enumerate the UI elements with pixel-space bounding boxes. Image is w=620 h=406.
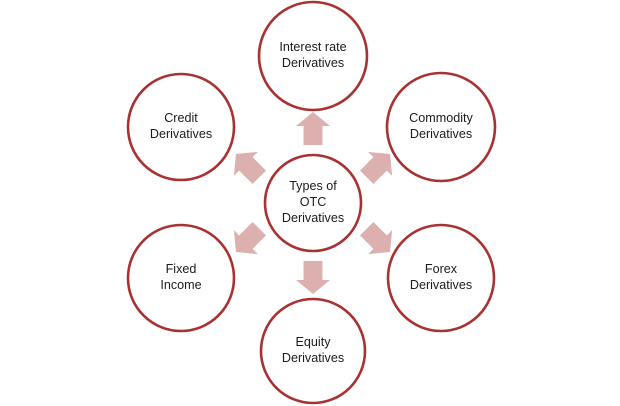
- circle-types-of-otc-derivatives[interactable]: [263, 153, 363, 253]
- arrow-to-equity: [296, 261, 330, 294]
- arrow-to-commodity: [359, 151, 393, 185]
- circle-equity-derivatives[interactable]: [259, 297, 367, 405]
- circle-interest-rate-derivatives[interactable]: [257, 0, 369, 112]
- arrow-to-equity-shape: [296, 261, 330, 294]
- arrow-to-interest-rate-shape: [296, 112, 330, 145]
- arrow-to-commodity-shape: [359, 151, 393, 185]
- arrow-to-credit-shape: [233, 151, 267, 185]
- circle-fixed-income[interactable]: [126, 223, 236, 333]
- arrow-to-fixed-income: [233, 221, 267, 255]
- arrow-to-fixed-income-shape: [233, 221, 267, 255]
- circle-credit-derivatives[interactable]: [126, 72, 236, 182]
- arrow-to-forex-shape: [359, 221, 393, 255]
- arrow-to-forex: [359, 221, 393, 255]
- circle-forex-derivatives[interactable]: [386, 223, 496, 333]
- arrows-layer: [233, 112, 393, 294]
- arrow-to-interest-rate: [296, 112, 330, 145]
- circle-commodity-derivatives[interactable]: [385, 71, 497, 183]
- arrow-to-credit: [233, 151, 267, 185]
